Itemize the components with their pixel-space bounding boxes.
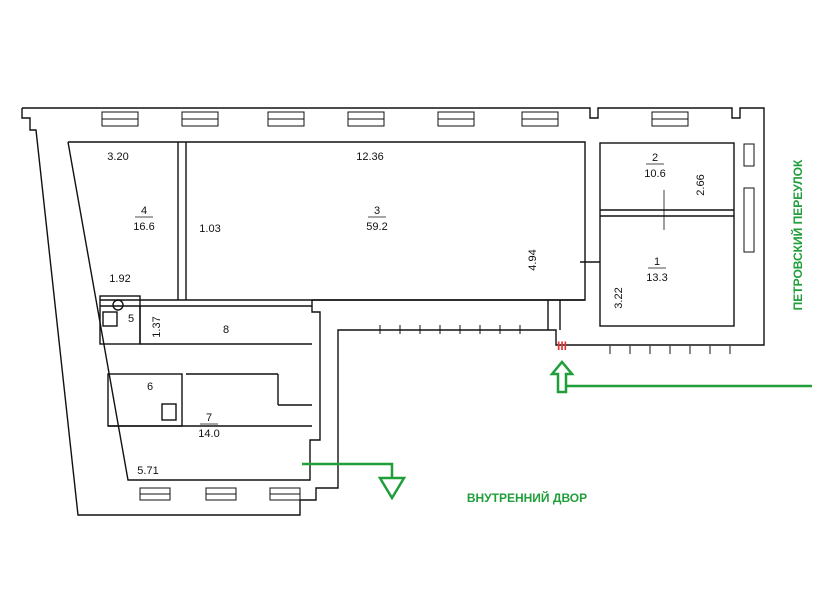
dim-3-22: 3.22 — [613, 287, 625, 308]
dimensions: 3.20 12.36 1.03 1.92 1.37 4.94 2.66 3.22… — [107, 151, 707, 477]
dim-1-37: 1.37 — [151, 316, 163, 337]
street-entrance-arrow — [549, 360, 812, 394]
room-labels: 4 16.6 3 59.2 2 10.6 1 13.3 5 6 7 14.0 8 — [128, 152, 668, 440]
dim-1-03: 1.03 — [199, 223, 220, 235]
stair-mark: III — [557, 339, 567, 353]
dim-3-20: 3.20 — [107, 151, 128, 163]
room-6-number: 6 — [147, 381, 153, 393]
room-3-number: 3 — [374, 205, 380, 217]
room-7-number: 7 — [206, 412, 212, 424]
dim-2-66: 2.66 — [695, 174, 707, 195]
room-8-number: 8 — [223, 324, 229, 336]
windows — [101, 111, 755, 501]
courtyard-entrance-arrow — [302, 462, 407, 501]
room-4-number: 4 — [141, 205, 147, 217]
dim-4-94: 4.94 — [527, 249, 539, 270]
street-label: ПЕТРОВСКИЙ ПЕРЕУЛОК — [790, 159, 805, 310]
room-7-area: 14.0 — [198, 428, 219, 440]
room-2-number: 2 — [652, 152, 658, 164]
dim-5-71: 5.71 — [137, 465, 158, 477]
room-1-area: 13.3 — [646, 272, 667, 284]
room-3-area: 59.2 — [366, 221, 387, 233]
room-5-number: 5 — [128, 313, 134, 325]
outer-walls — [21, 107, 765, 516]
room-1-number: 1 — [654, 256, 660, 268]
dim-1-92: 1.92 — [109, 273, 130, 285]
courtyard-label: ВНУТРЕННИЙ ДВОР — [467, 490, 587, 505]
room-4-area: 16.6 — [133, 221, 154, 233]
room-2-area: 10.6 — [644, 168, 665, 180]
dim-12-36: 12.36 — [356, 151, 384, 163]
